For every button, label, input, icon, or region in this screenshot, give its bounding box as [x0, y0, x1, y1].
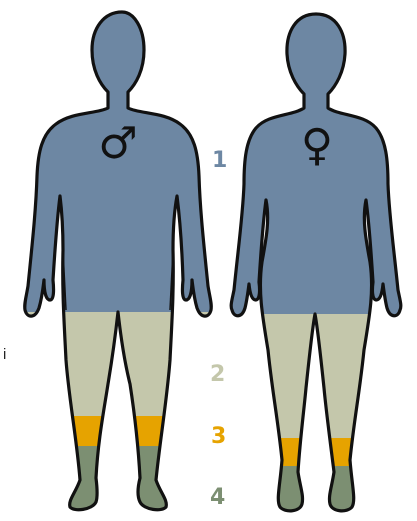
female-zone-4 [220, 466, 417, 521]
zone-label-4: 4 [210, 487, 225, 509]
male-symbol-icon: ♂ [98, 118, 137, 169]
zone-label-1: 1 [212, 150, 227, 172]
male-zone-3 [0, 416, 230, 446]
zone-label-2: 2 [210, 364, 225, 386]
male-figure [0, 0, 230, 521]
stray-character: i [3, 346, 6, 363]
female-zone-3 [220, 438, 417, 466]
zone-label-3: 3 [211, 426, 226, 448]
female-symbol-icon: ♀ [301, 120, 333, 171]
female-figure [220, 0, 417, 521]
male-zone-4 [0, 446, 230, 521]
